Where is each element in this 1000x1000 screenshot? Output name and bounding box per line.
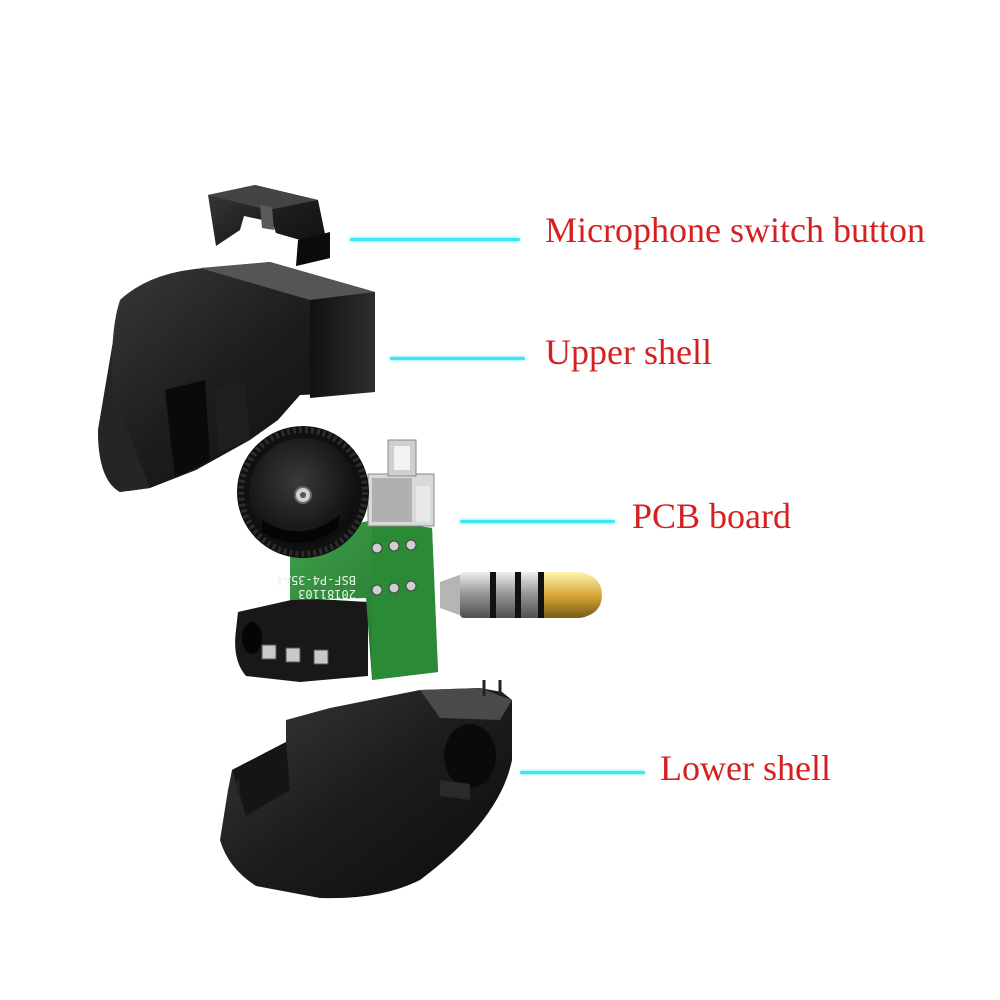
leader-line-lower-shell — [520, 771, 645, 774]
pcb-silkscreen-line-1: 20181103 — [298, 587, 356, 601]
pcb-silkscreen: 20181103 BSF-P4-35A4 — [277, 573, 356, 601]
lower-shell-part — [220, 680, 512, 899]
leader-line-microphone-switch — [350, 238, 520, 241]
label-microphone-switch-button: Microphone switch button — [545, 210, 925, 250]
leader-line-pcb-board — [460, 520, 615, 523]
microphone-switch-button-part — [208, 185, 330, 266]
label-upper-shell: Upper shell — [545, 332, 712, 372]
label-lower-shell: Lower shell — [660, 748, 831, 788]
pcb-silkscreen-line-2: BSF-P4-35A4 — [277, 573, 356, 587]
pcb-board-part: 20181103 BSF-P4-35A4 — [235, 426, 602, 682]
leader-line-upper-shell — [390, 357, 525, 360]
label-pcb-board: PCB board — [632, 496, 792, 536]
upper-shell-part — [98, 262, 375, 492]
